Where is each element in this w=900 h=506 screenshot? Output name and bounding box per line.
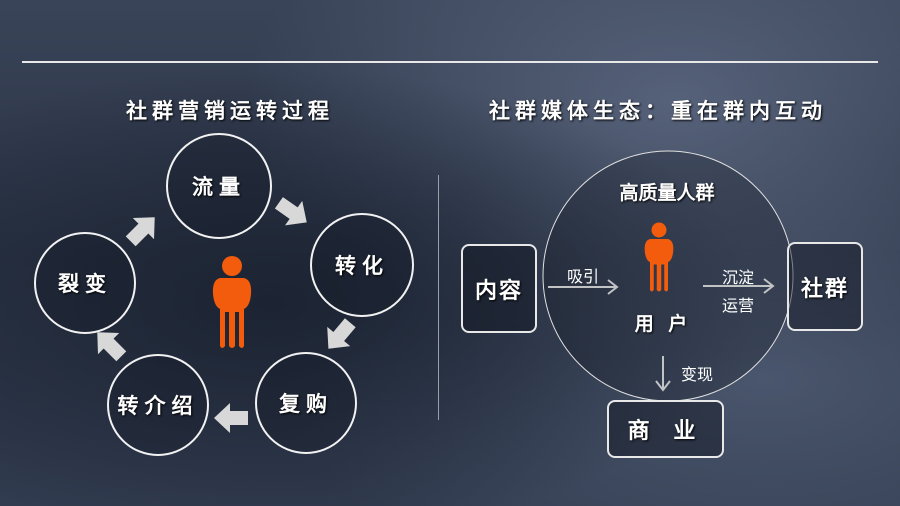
node-traffic: 流量: [166, 133, 272, 239]
arrow-icon: [214, 403, 248, 433]
operate-label: 运营: [721, 296, 755, 315]
right-title: 社群媒体生态：重在群内互动: [489, 99, 827, 123]
attract-arrow: [548, 279, 619, 295]
person-icon: [212, 256, 252, 348]
settle-label: 沉淀: [721, 268, 755, 287]
arrow-icon: [86, 321, 132, 367]
vertical-divider: [438, 175, 439, 420]
top-divider: [22, 61, 878, 63]
arrow-icon: [120, 206, 166, 252]
left-title: 社群营销运转过程: [126, 99, 334, 123]
content-box: 内容: [461, 244, 537, 333]
node-referral: 转介绍: [107, 354, 209, 456]
node-conversion: 转化: [310, 213, 414, 317]
monetize-arrow: [655, 356, 671, 392]
arrow-icon: [270, 190, 316, 235]
attract-label: 吸引: [566, 267, 600, 286]
quality-crowd-label: 高质量人群: [619, 182, 715, 204]
node-repurchase: 复购: [255, 352, 357, 454]
business-box: 商 业: [607, 400, 724, 458]
arrow-icon: [316, 313, 362, 359]
user-label: 用 户: [634, 313, 692, 335]
monetize-label: 变现: [680, 365, 714, 384]
community-box: 社群: [787, 242, 863, 331]
user-person-icon: [644, 222, 674, 292]
settle-arrow: [703, 278, 775, 294]
node-fission: 裂变: [34, 232, 136, 334]
